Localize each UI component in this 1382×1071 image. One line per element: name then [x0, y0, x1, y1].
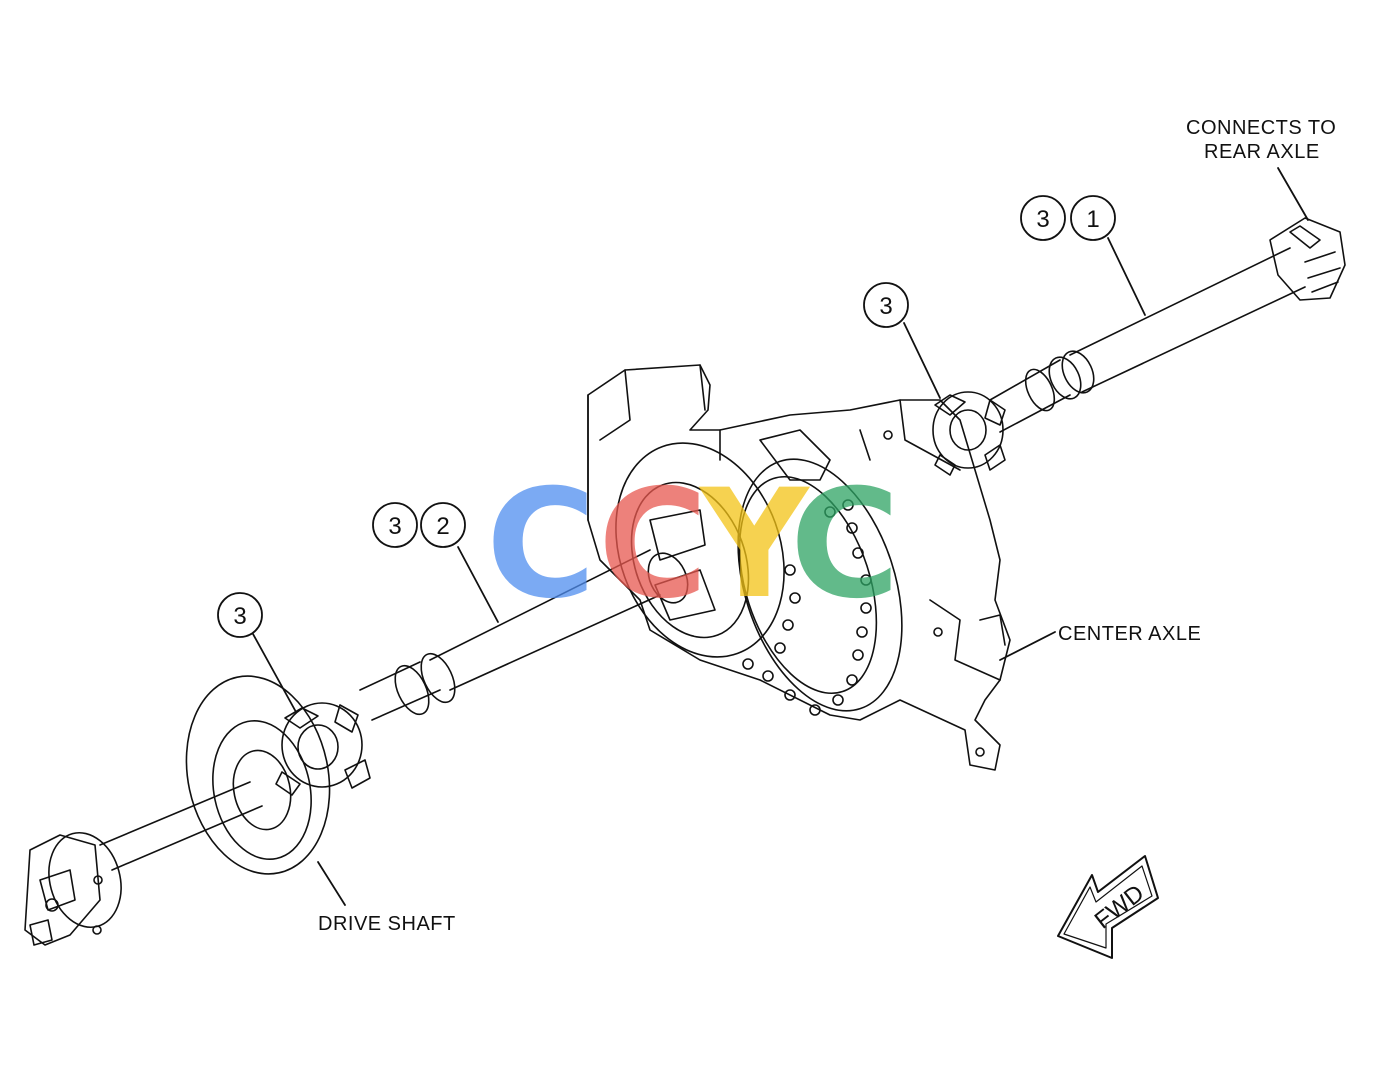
watermark-letter-2: C	[598, 458, 709, 632]
center-axle-label: CENTER AXLE	[1058, 623, 1202, 645]
callout-front-pair-a-circle	[372, 502, 418, 548]
callout-circles	[217, 195, 1116, 638]
watermark-letter-3: Y	[700, 458, 809, 632]
callout-rear-pair-a: 3	[1036, 206, 1049, 233]
differential-cover	[615, 429, 903, 716]
rear-output-yoke	[1269, 217, 1346, 301]
watermark-letter-1: C	[486, 458, 597, 632]
watermark-letter-4: C	[790, 458, 901, 632]
front-drive-shaft	[359, 549, 689, 721]
center-axle-housing	[587, 364, 1011, 771]
callout-front-yoke-circle	[217, 592, 263, 638]
callout-rear-pair-a-circle	[1020, 195, 1066, 241]
drive-shaft-label: DRIVE SHAFT	[318, 913, 456, 935]
input-flange-yoke	[24, 831, 122, 946]
callout-front-yoke: 3	[233, 603, 246, 630]
callout-front-pair-b-circle	[420, 502, 466, 548]
leader-lines	[252, 167, 1309, 906]
input-drive-shaft	[99, 675, 331, 875]
rear-drive-shaft	[989, 247, 1306, 433]
fwd-arrow-icon	[1057, 855, 1159, 959]
fwd-label: FWD	[1090, 880, 1150, 935]
front-cross-yoke	[275, 702, 371, 796]
callout-rear-pair-b: 1	[1086, 206, 1099, 233]
connects-to-label: CONNECTS TO	[1186, 117, 1337, 139]
callout-rear-yoke: 3	[879, 293, 892, 320]
rear-cross-yoke	[932, 391, 1006, 476]
callout-rear-pair-b-circle	[1070, 195, 1116, 241]
callout-rear-yoke-circle	[863, 282, 909, 328]
callout-front-pair-a: 3	[388, 513, 401, 540]
rear-axle-label: REAR AXLE	[1204, 141, 1320, 163]
callout-front-pair-b: 2	[436, 513, 449, 540]
